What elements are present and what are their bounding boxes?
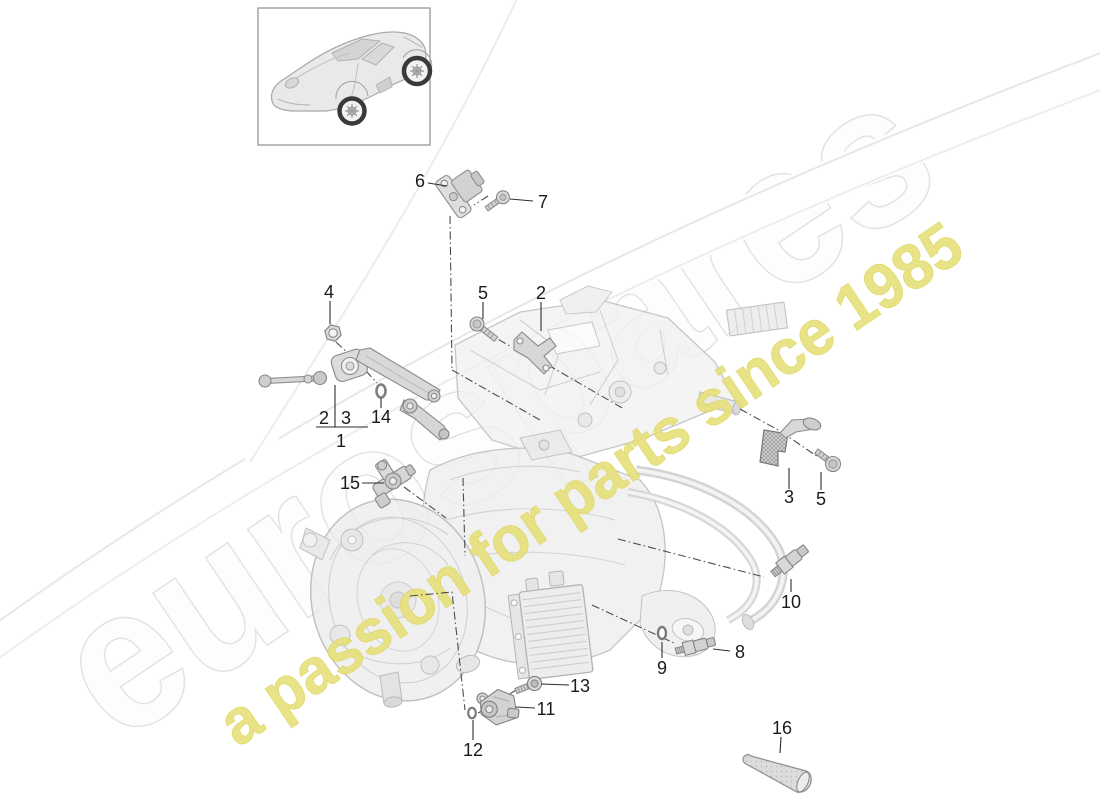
- part-callout-16[interactable]: 16: [772, 718, 792, 738]
- part-callout-3-group[interactable]: 3: [341, 408, 351, 428]
- vehicle-thumbnail[interactable]: [257, 7, 433, 146]
- part-callout-2-group[interactable]: 2: [319, 408, 329, 428]
- hardware-parts: [258, 169, 842, 794]
- part-2-graphic[interactable]: [513, 331, 557, 375]
- part-7-graphic[interactable]: [483, 188, 512, 214]
- part-callout-3-right[interactable]: 3: [784, 487, 794, 507]
- tube-highlight: [635, 468, 786, 624]
- shaft-end: [732, 400, 742, 416]
- part-1-linkage-graphic[interactable]: [258, 347, 450, 441]
- leader-part6-diagonal: [451, 369, 541, 421]
- leader-label-16: [779, 736, 782, 754]
- part-16-graphic[interactable]: [742, 753, 812, 794]
- part-callout-12[interactable]: 12: [463, 740, 483, 760]
- part-callout-11[interactable]: 11: [537, 699, 556, 719]
- flange: [455, 654, 481, 674]
- part-callout-4[interactable]: 4: [324, 282, 334, 302]
- part-5-left-graphic[interactable]: [469, 316, 499, 343]
- boss: [329, 624, 351, 646]
- part-14-graphic[interactable]: [375, 383, 387, 399]
- stub-cap: [383, 696, 403, 708]
- leader-label-6: [427, 182, 448, 187]
- lug-hole: [302, 532, 318, 548]
- car-illustration: [270, 31, 433, 126]
- leader-label-11: [515, 706, 536, 709]
- part-15-graphic[interactable]: [359, 448, 422, 509]
- callout-labels: 6 7 4 5 2 2 3 14 1 15 3 5 10 9 8 13 11 1…: [319, 171, 826, 760]
- part-callout-13[interactable]: 13: [570, 676, 590, 696]
- mount-hole: [682, 624, 694, 636]
- boss: [577, 412, 593, 428]
- swoosh-edge: [0, 52, 1100, 622]
- part-callout-1[interactable]: 1: [336, 431, 346, 451]
- transmission-drawing[interactable]: [287, 285, 789, 722]
- leader-bolt7: [473, 195, 489, 206]
- oil-cooler: [507, 570, 594, 680]
- leader-part10: [617, 538, 765, 578]
- part-9-graphic[interactable]: [656, 625, 668, 641]
- part-3-graphic[interactable]: [759, 416, 822, 467]
- part-8-graphic[interactable]: [674, 635, 717, 657]
- part-callout-5-right[interactable]: 5: [816, 489, 826, 509]
- part-4-graphic[interactable]: [324, 324, 342, 342]
- leader-label-7: [509, 198, 534, 202]
- part-10-graphic[interactable]: [769, 543, 811, 580]
- boss-hole: [347, 535, 357, 545]
- boss-hole: [614, 386, 626, 398]
- bearing-hole: [389, 591, 407, 609]
- part-callout-8[interactable]: 8: [735, 642, 745, 662]
- part-callout-5-top[interactable]: 5: [478, 283, 488, 303]
- tube-end: [741, 613, 755, 631]
- part-callout-9[interactable]: 9: [657, 658, 667, 678]
- part-13-graphic[interactable]: [513, 674, 543, 697]
- leader-oring14: [365, 370, 378, 384]
- part-callout-14[interactable]: 14: [371, 407, 391, 427]
- leader-label-13: [540, 683, 570, 686]
- leader-part12-vertical: [409, 591, 466, 711]
- tower-boss: [538, 439, 550, 451]
- finned-block: [725, 301, 789, 337]
- case-ribs: [444, 465, 626, 641]
- part-callout-2-top[interactable]: 2: [536, 283, 546, 303]
- leader-bracket2: [547, 364, 625, 410]
- part-11-graphic[interactable]: [476, 685, 522, 728]
- part-12-graphic[interactable]: [467, 706, 477, 720]
- top-bracket: [559, 285, 613, 315]
- leader-label-8: [712, 648, 731, 652]
- part-callout-10[interactable]: 10: [781, 592, 801, 612]
- swoosh-edge: [249, 0, 518, 463]
- part-5-right-graphic[interactable]: [813, 448, 842, 473]
- leader-bolt13: [504, 689, 517, 698]
- part-callout-15[interactable]: 15: [340, 473, 360, 493]
- label-leader-lines: [316, 182, 822, 754]
- part-callout-6[interactable]: 6: [415, 171, 425, 191]
- leader-part6-vertical: [449, 215, 453, 371]
- boss: [653, 361, 667, 375]
- tube-highlight: [627, 490, 759, 622]
- leader-hidden-vertical: [462, 477, 466, 557]
- housing-swirls: [329, 517, 451, 665]
- part-callout-7[interactable]: 7: [538, 192, 548, 212]
- boss: [420, 655, 440, 675]
